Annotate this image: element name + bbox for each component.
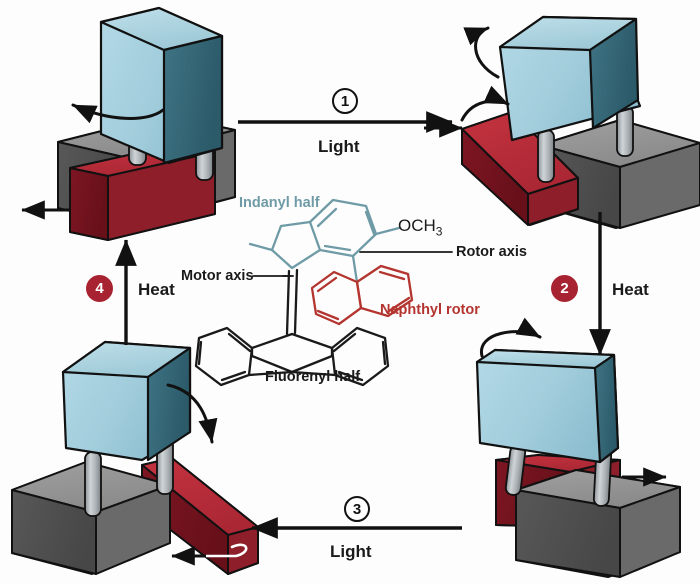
motor-axis-label: Motor axis [181, 268, 254, 284]
rotation-arrow [166, 383, 218, 444]
rotation-arrow [71, 103, 165, 124]
indanyl-fragment [248, 198, 401, 284]
rotation-arrow-upper [463, 26, 500, 79]
step-2-badge: 2 [551, 275, 578, 302]
motor-blade [99, 6, 224, 165]
rotor-axis-label: Rotor axis [456, 244, 527, 260]
naphthyl-fragment [310, 264, 414, 326]
axle-left [84, 451, 102, 517]
panel-bottom-right [475, 317, 681, 578]
indanyl-half-label: Indanyl half [239, 195, 320, 211]
step-3-badge: 3 [344, 496, 370, 522]
methoxy-subscript: 3 [435, 224, 443, 239]
motor-blade [475, 348, 620, 464]
step-1-label: Light [318, 137, 360, 156]
step-2-label: Heat [612, 280, 649, 299]
rotation-arrow-lower [460, 85, 510, 122]
rotation-arrow-white [194, 543, 248, 558]
step-4-badge: 4 [86, 275, 113, 302]
step-3-label: Light [330, 542, 372, 561]
motor-blade [498, 15, 642, 142]
motor-blade [61, 340, 192, 462]
methoxy-label: OCH3 [398, 216, 442, 238]
axle-front [537, 129, 555, 183]
panel-top-left [21, 6, 236, 241]
molecular-structure [194, 198, 453, 387]
axle-rear [616, 105, 634, 157]
step-1-badge: 1 [332, 88, 358, 114]
methoxy-main: OCH [398, 216, 436, 235]
rotation-arrow [480, 317, 542, 358]
panel-top-right [424, 15, 700, 229]
panel-bottom-left [11, 340, 259, 575]
naphthyl-rotor-label: Naphthyl rotor [380, 302, 480, 318]
step-4-label: Heat [138, 280, 175, 299]
motor-axis-double-bond [285, 268, 299, 336]
stator-block [515, 469, 681, 578]
fluorenyl-fragment [194, 326, 390, 387]
fluorenyl-half-label: Fluorenyl half [265, 369, 361, 385]
stator-block [11, 461, 171, 575]
